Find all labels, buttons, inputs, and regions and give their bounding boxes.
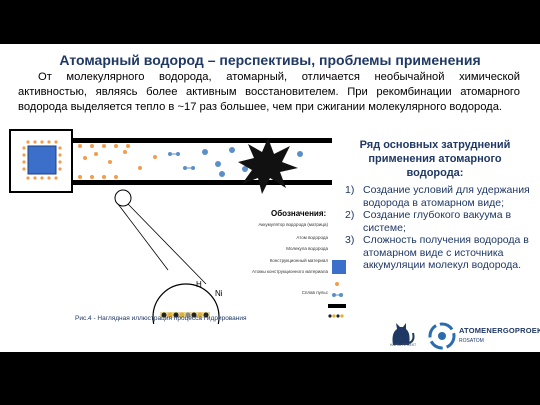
element-ni: Ni <box>215 289 223 298</box>
legend-icon-material <box>328 304 346 308</box>
list-item: 1)Создание условий для удержания водород… <box>345 184 530 209</box>
legend-label-atom: Атом водорода <box>296 235 328 240</box>
company-sub: ROSATOM <box>459 338 484 344</box>
page-title: Атомарный водород – перспективы, проблем… <box>59 52 481 68</box>
legend-icon-matrix <box>332 260 346 274</box>
intro-paragraph: От молекулярного водорода, атомарный, от… <box>18 71 520 113</box>
atom-strip <box>160 312 210 318</box>
hydrogenation-diagram: H Ni Ti Cr <box>9 129 346 324</box>
pipe-wall-top <box>72 138 332 143</box>
legend-label-material: Конструкционный материал <box>269 258 328 263</box>
legend-label-matrix: Аккумулятор водорода (матрица) <box>258 222 328 227</box>
legend-label-atom-strip: Атомы конструкционного материала <box>251 269 328 274</box>
element-h: H <box>196 280 202 289</box>
company-name: ATOMENERGOPROEKT <box>459 326 540 335</box>
list-item: 2)Создание глубокого вакуума в системе; <box>345 209 512 234</box>
difficulties-heading: Ряд основных затруднений применения атом… <box>359 139 511 179</box>
magnifier-small <box>114 189 132 207</box>
legend-icon-atom <box>335 282 339 286</box>
matrix-square <box>27 145 57 175</box>
cat-logo-icon <box>392 323 415 345</box>
legend-icon-molecule <box>332 293 343 297</box>
matrix-frame <box>9 129 73 193</box>
matrix-hydrogen-atoms <box>22 140 62 180</box>
rosatom-logo-icon <box>428 322 456 350</box>
list-item: 3)Сложность получения водорода в атомарн… <box>345 234 529 271</box>
pipe-wall-bottom <box>72 180 332 185</box>
legend-title: Обозначения: <box>271 209 327 218</box>
pipe-atoms <box>78 144 130 179</box>
figure-caption: Рис.4 - Наглядная иллюстрация процесса Г… <box>75 315 247 322</box>
burst-star <box>238 138 298 194</box>
slide: Атомарный водород – перспективы, проблем… <box>0 44 540 352</box>
left-logo-caption: НАУКА ПРОЕКТ <box>389 343 417 347</box>
difficulties-list: 1)Создание условий для удержания водород… <box>345 184 535 272</box>
legend-label-molecule: Молекула водорода <box>286 246 328 251</box>
flowing-particles <box>83 147 303 177</box>
legend-label-star: Сплав пульс <box>301 290 328 295</box>
legend-icon-atom-strip <box>328 314 344 318</box>
